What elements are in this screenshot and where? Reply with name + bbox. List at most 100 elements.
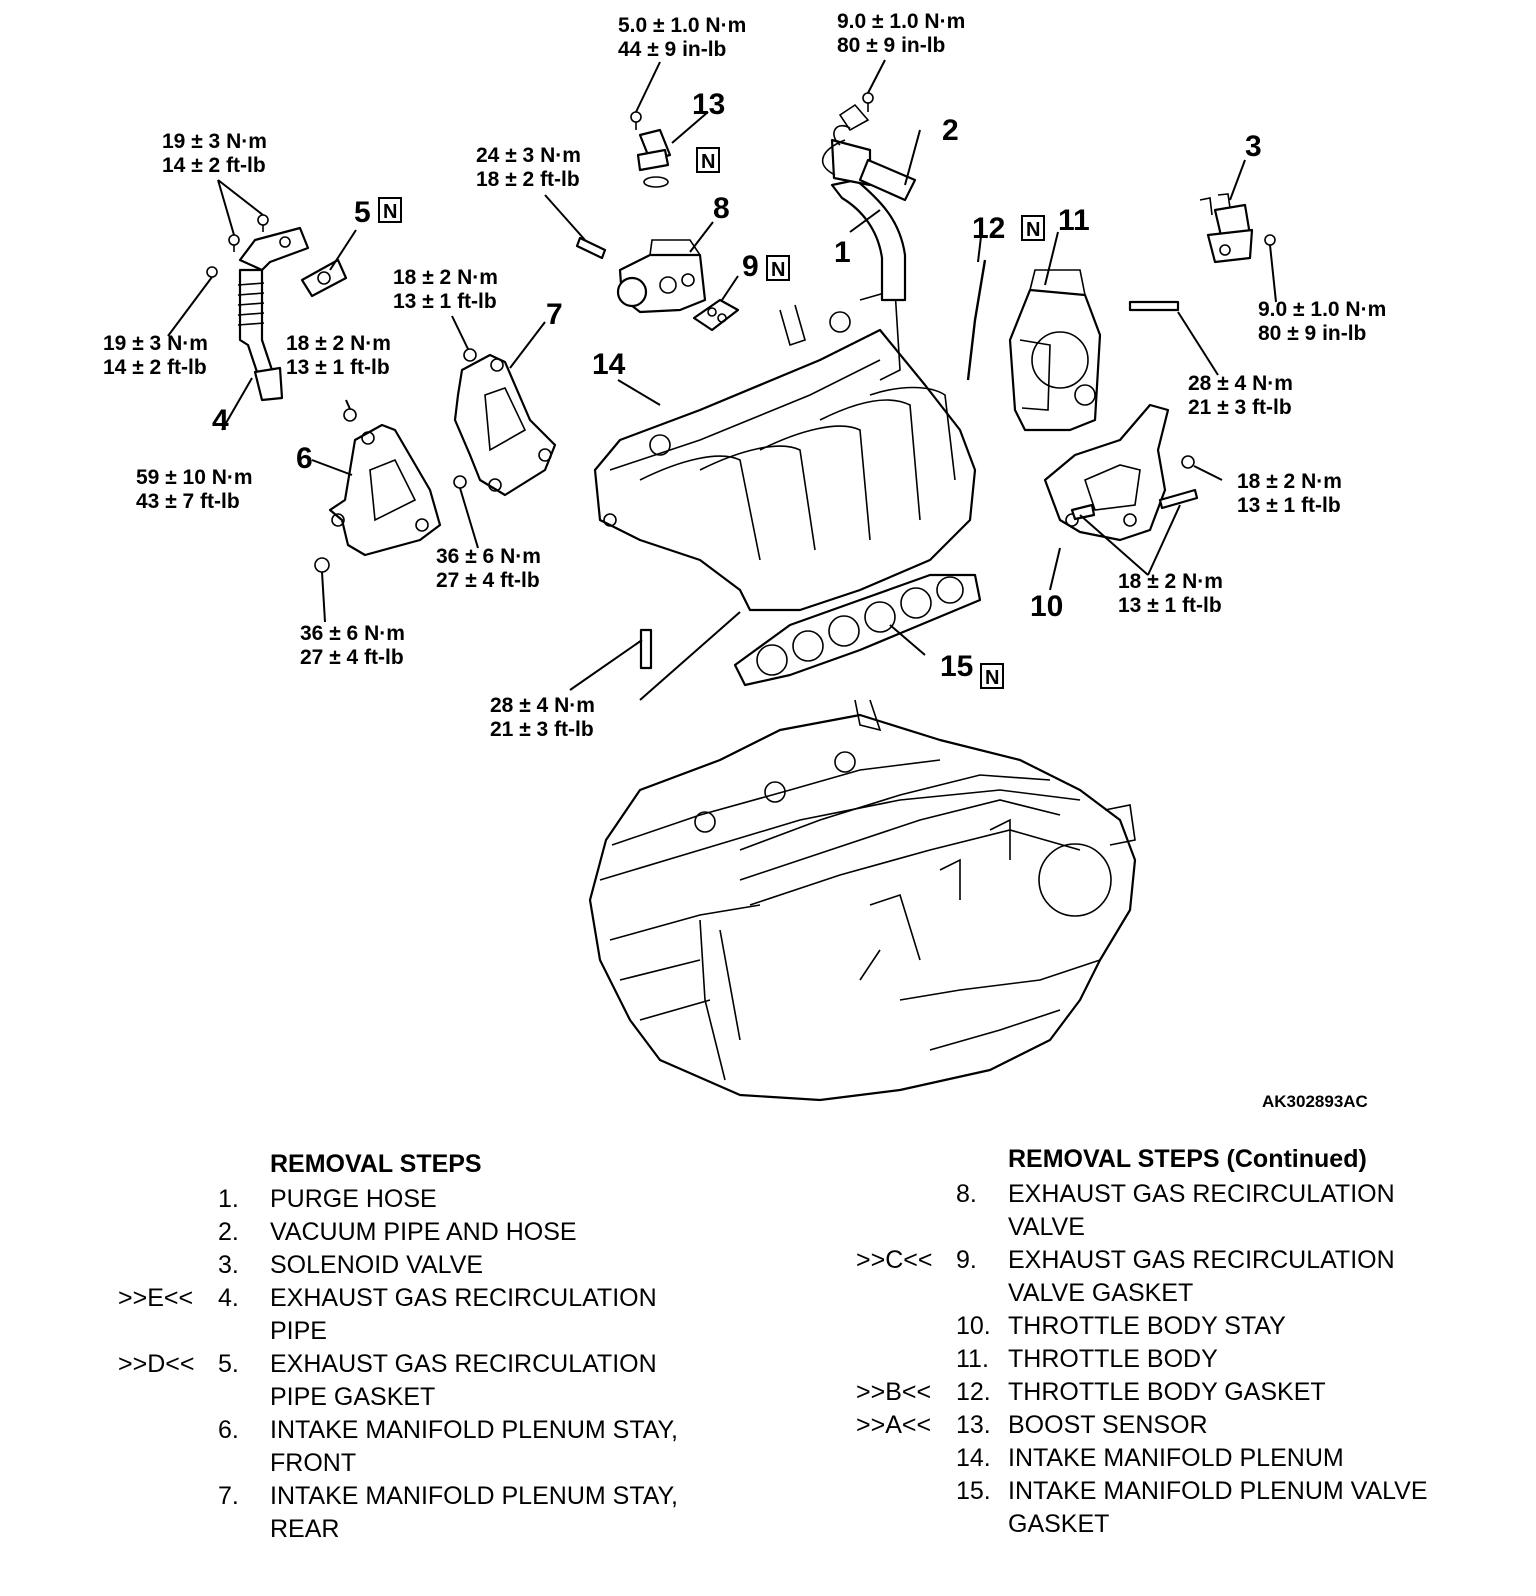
- torque-label: 24 ± 3 N·m: [476, 144, 581, 167]
- torque-label: 28 ± 4 N·m: [490, 694, 595, 717]
- torque-label: 18 ± 2 N·m: [393, 266, 498, 289]
- svg-text:N: N: [985, 667, 999, 689]
- step-text: EXHAUST GAS RECIRCULATION PIPE: [270, 1284, 657, 1345]
- step-text: EXHAUST GAS RECIRCULATION VALVE GASKET: [1008, 1246, 1395, 1307]
- egr-pipe: [237, 226, 348, 402]
- step-number: 12.: [956, 1378, 991, 1406]
- step-text: SOLENOID VALVE: [270, 1251, 484, 1279]
- torque-label: 19 ± 3 N·m: [103, 332, 208, 355]
- removal-step: 15. INTAKE MANIFOLD PLENUM VALVE GASKET: [856, 1475, 1516, 1541]
- removal-step: >>A<< 13. BOOST SENSOR: [856, 1409, 1516, 1442]
- step-text: INTAKE MANIFOLD PLENUM: [1008, 1444, 1344, 1472]
- torque-label: 18 ± 2 N·m: [1118, 570, 1223, 593]
- callout-12: 12: [972, 212, 1005, 245]
- service-point-mark: >>D<<: [118, 1350, 195, 1378]
- boost-sensor: [636, 128, 672, 188]
- exploded-parts-diagram: 5.0 ± 1.0 N·m 44 ± 9 in-lb 9.0 ± 1.0 N·m…: [103, 10, 1386, 1102]
- torque-label: 27 ± 4 ft-lb: [436, 569, 540, 592]
- step-text: THROTTLE BODY STAY: [1008, 1312, 1286, 1340]
- removal-step: 7. INTAKE MANIFOLD PLENUM STAY, REAR: [118, 1480, 758, 1546]
- leader-lines: [167, 59, 1277, 701]
- torque-label: 13 ± 1 ft-lb: [286, 356, 390, 379]
- callout-6: 6: [296, 442, 313, 475]
- step-number: 13.: [956, 1411, 991, 1439]
- callout-2: 2: [942, 114, 959, 147]
- torque-label: 43 ± 7 ft-lb: [136, 490, 240, 513]
- svg-text:N: N: [1026, 219, 1040, 241]
- torque-label: 18 ± 2 N·m: [1237, 470, 1342, 493]
- torque-label: 18 ± 2 N·m: [286, 332, 391, 355]
- torque-label: 18 ± 2 ft-lb: [476, 168, 580, 191]
- plenum-stay-rear: [453, 353, 557, 497]
- step-text: PURGE HOSE: [270, 1185, 437, 1213]
- new-part-mark: N: [378, 197, 402, 223]
- torque-label: 28 ± 4 N·m: [1188, 372, 1293, 395]
- torque-label: 36 ± 6 N·m: [436, 545, 541, 568]
- step-number: 2.: [218, 1218, 239, 1246]
- callout-13: 13: [692, 88, 725, 121]
- callout-numbers: 1 2 3 4 5 6 7 8 9 10 11 12 13 14 15: [212, 88, 1262, 683]
- torque-label: 13 ± 1 ft-lb: [1237, 494, 1341, 517]
- svg-text:N: N: [383, 201, 397, 223]
- removal-step: 10. THROTTLE BODY STAY: [856, 1310, 1516, 1343]
- removal-step: 8. EXHAUST GAS RECIRCULATION VALVE: [856, 1178, 1516, 1244]
- engine-block: [588, 699, 1137, 1102]
- callout-7: 7: [546, 298, 563, 331]
- step-text: THROTTLE BODY: [1008, 1345, 1218, 1373]
- service-point-mark: >>C<<: [856, 1246, 933, 1274]
- torque-label: 27 ± 4 ft-lb: [300, 646, 404, 669]
- service-point-mark: >>A<<: [856, 1411, 932, 1439]
- callout-10: 10: [1030, 590, 1063, 623]
- callout-5: 5: [354, 196, 371, 229]
- step-text: INTAKE MANIFOLD PLENUM STAY, FRONT: [270, 1416, 678, 1477]
- torque-label: 80 ± 9 in-lb: [837, 34, 945, 57]
- step-text: INTAKE MANIFOLD PLENUM VALVE GASKET: [1008, 1477, 1428, 1538]
- callout-4: 4: [212, 404, 229, 437]
- new-part-mark: N: [766, 255, 790, 281]
- step-number: 7.: [218, 1482, 239, 1510]
- removal-step: >>B<< 12. THROTTLE BODY GASKET: [856, 1376, 1516, 1409]
- service-point-mark: >>E<<: [118, 1284, 194, 1312]
- step-text: EXHAUST GAS RECIRCULATION PIPE GASKET: [270, 1350, 657, 1411]
- intake-manifold-gasket: [733, 573, 982, 687]
- removal-step: 14. INTAKE MANIFOLD PLENUM: [856, 1442, 1516, 1475]
- purge-and-vacuum-hoses: [821, 103, 917, 302]
- callout-3: 3: [1245, 130, 1262, 163]
- torque-label: 21 ± 3 ft-lb: [490, 718, 594, 741]
- torque-label: 13 ± 1 ft-lb: [1118, 594, 1222, 617]
- torque-label: 59 ± 10 N·m: [136, 466, 253, 489]
- step-number: 6.: [218, 1416, 239, 1444]
- step-text: THROTTLE BODY GASKET: [1008, 1378, 1326, 1406]
- torque-specs: 5.0 ± 1.0 N·m 44 ± 9 in-lb 9.0 ± 1.0 N·m…: [103, 10, 1386, 741]
- step-text: BOOST SENSOR: [1008, 1411, 1208, 1439]
- step-number: 9.: [956, 1246, 977, 1274]
- solenoid-valve: [1199, 193, 1254, 264]
- callout-9: 9: [742, 250, 759, 283]
- torque-label: 14 ± 2 ft-lb: [162, 154, 266, 177]
- step-number: 15.: [956, 1477, 991, 1505]
- removal-step: 1. PURGE HOSE: [118, 1183, 758, 1216]
- torque-label: 9.0 ± 1.0 N·m: [837, 10, 965, 33]
- removal-steps-heading-continued: REMOVAL STEPS (Continued): [1008, 1145, 1367, 1173]
- new-part-mark: N: [696, 147, 720, 173]
- throttle-body: [1008, 269, 1102, 432]
- svg-text:N: N: [771, 259, 785, 281]
- new-part-mark: N: [980, 663, 1004, 689]
- step-number: 4.: [218, 1284, 239, 1312]
- step-number: 1.: [218, 1185, 239, 1213]
- removal-steps-left: REMOVAL STEPS 1. PURGE HOSE 2. VACUUM PI…: [118, 1148, 758, 1546]
- torque-label: 13 ± 1 ft-lb: [393, 290, 497, 313]
- callout-15: 15: [940, 650, 973, 683]
- removal-step: >>C<< 9. EXHAUST GAS RECIRCULATION VALVE…: [856, 1244, 1516, 1310]
- step-text: INTAKE MANIFOLD PLENUM STAY, REAR: [270, 1482, 678, 1543]
- step-number: 8.: [956, 1180, 977, 1208]
- svg-text:N: N: [701, 151, 715, 173]
- reference-code: AK302893AC: [1262, 1092, 1368, 1111]
- torque-label: 5.0 ± 1.0 N·m: [618, 14, 746, 37]
- callout-8: 8: [713, 192, 730, 225]
- torque-label: 21 ± 3 ft-lb: [1188, 396, 1292, 419]
- step-number: 14.: [956, 1444, 991, 1472]
- torque-label: 80 ± 9 in-lb: [1258, 322, 1366, 345]
- step-number: 3.: [218, 1251, 239, 1279]
- step-number: 11.: [956, 1345, 989, 1373]
